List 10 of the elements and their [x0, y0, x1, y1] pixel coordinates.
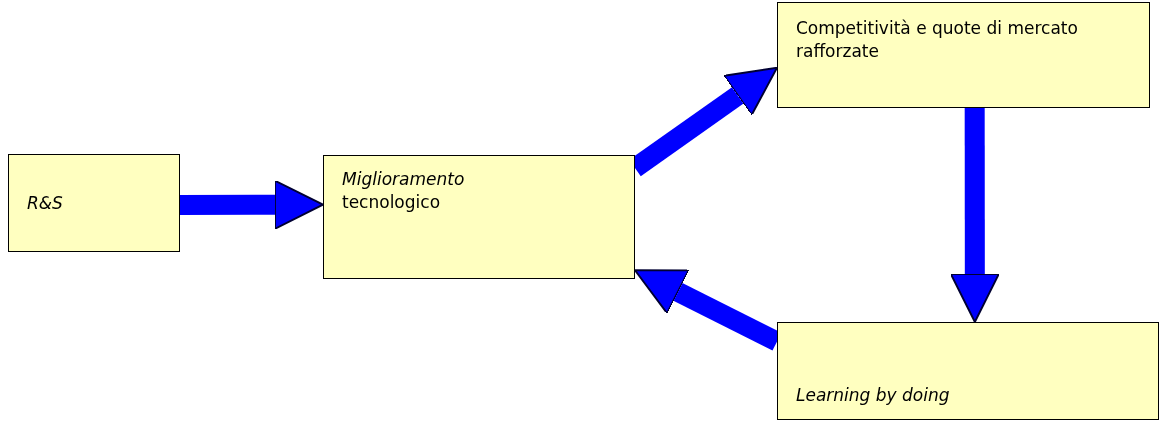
block-arrow: [949, 108, 1000, 323]
text-box: [777, 322, 1159, 420]
text-box: [8, 154, 180, 252]
node-label: R&S: [27, 191, 64, 215]
text-box: [777, 2, 1150, 108]
text-box: [323, 155, 635, 279]
node-label: Learning by doing: [796, 384, 951, 407]
block-arrow: [179, 179, 324, 230]
node-label: Miglioramento tecnologico: [342, 168, 466, 214]
node-label: Competitività e quote di mercato rafforzate: [796, 17, 1079, 63]
